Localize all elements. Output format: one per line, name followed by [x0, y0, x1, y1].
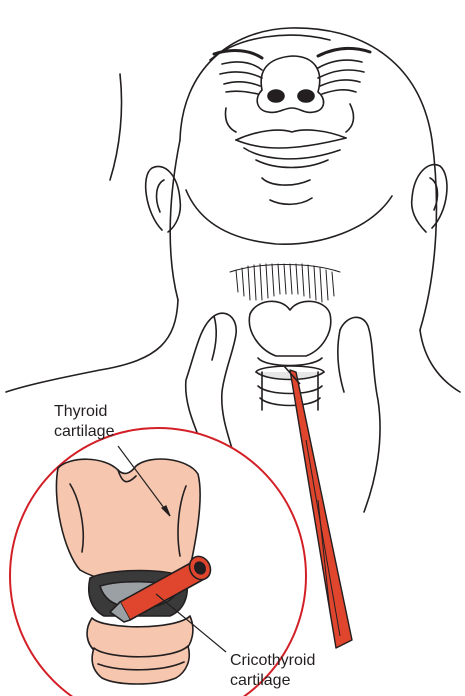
chin-shadow: [230, 264, 340, 302]
right-hand: [340, 317, 380, 512]
thyroid-label-line1: Thyroid: [54, 402, 114, 422]
mouth: [236, 130, 346, 140]
neck-right: [420, 330, 460, 392]
head-left-outline: [170, 140, 180, 300]
head-outline: [180, 28, 436, 330]
crico-label-line1: Cricothyroid: [230, 651, 315, 671]
neck-left: [6, 300, 178, 392]
right-ear: [412, 165, 447, 232]
thyroid-cartilage-label: Thyroid cartilage: [54, 402, 114, 442]
thyroid-label-line2: cartilage: [54, 422, 114, 442]
larynx-outline: [249, 301, 330, 356]
cricothyroid-cartilage-label: Cricothyroid cartilage: [230, 651, 315, 691]
crico-label-line2: cartilage: [230, 671, 315, 691]
jaw: [186, 190, 392, 244]
nose: [257, 56, 323, 112]
left-ear: [146, 166, 181, 232]
